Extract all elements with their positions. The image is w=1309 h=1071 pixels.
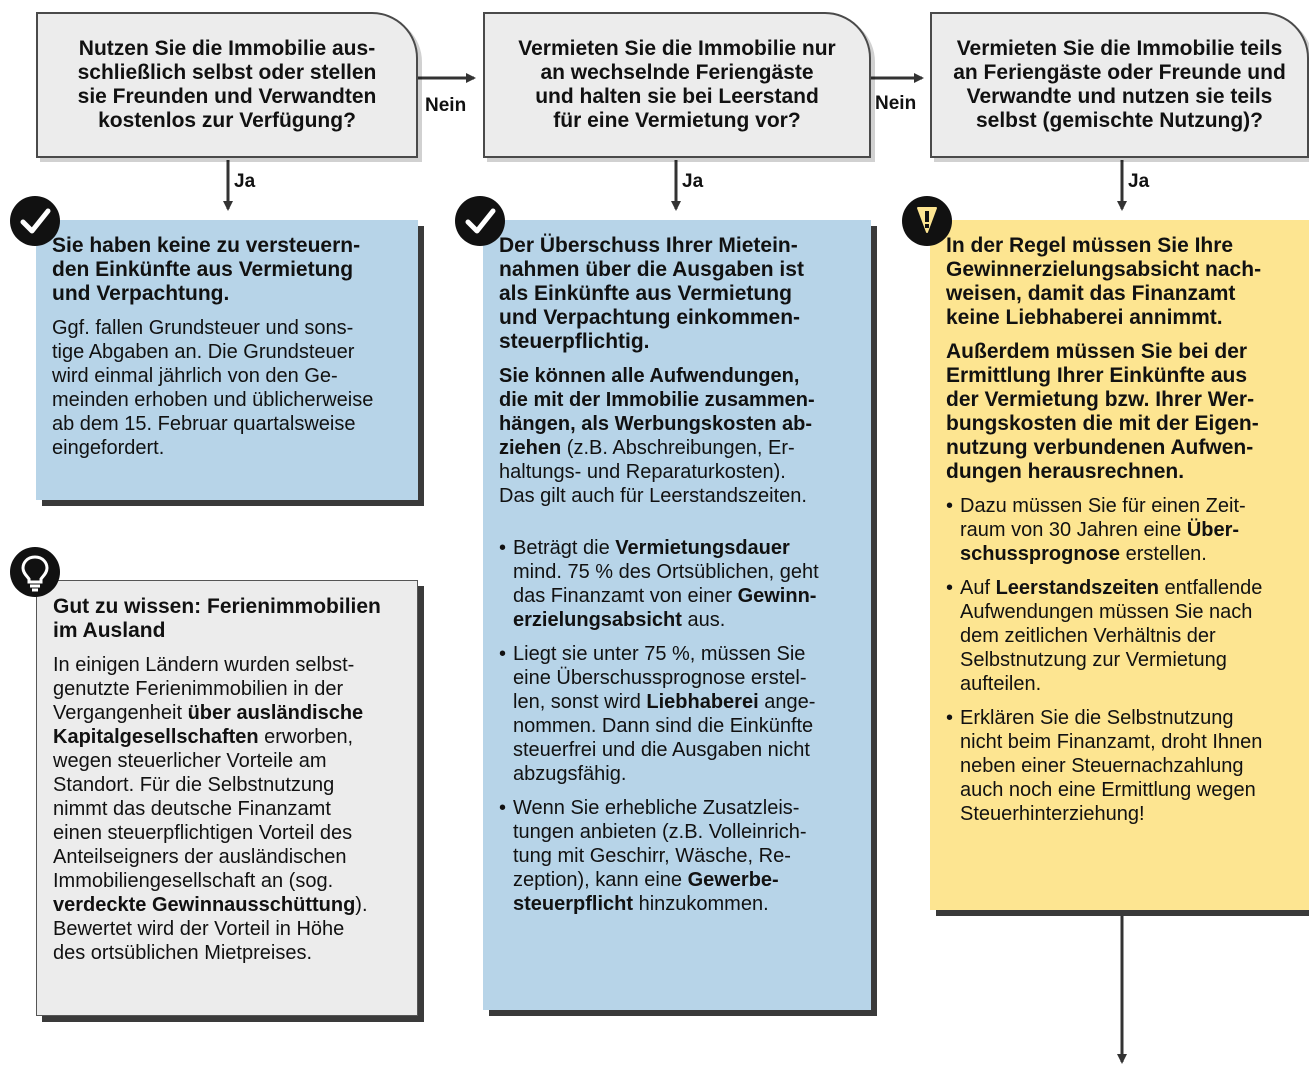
list-item: Beträgt die Vermietungsdauer mind. 75 % … [499,536,855,632]
question-self-use: Nutzen Sie die Immobilie aus- schließlic… [36,12,418,158]
tip-box-foreign-property: Gut zu wissen: Ferienimmobilien im Ausla… [36,580,418,1016]
answer-no-income: Sie haben keine zu versteuern- den Einkü… [36,220,418,500]
answer-mixed-use-title: In der Regel müssen Sie Ihre Gewinnerzie… [946,234,1262,329]
question-self-use-text: Nutzen Sie die Immobilie aus- schließlic… [77,37,377,132]
answer-mixed-use-list: Dazu müssen Sie für einen Zeit- raum von… [946,494,1293,826]
list-item: Dazu müssen Sie für einen Zeit- raum von… [946,494,1293,566]
label-no-2: Nein [875,93,917,114]
label-yes-1: Ja [234,171,256,192]
label-no-1: Nein [425,95,467,116]
list-item: Wenn Sie erhebliche Zusatzleis- tungen a… [499,796,855,916]
answer-no-income-title: Sie haben keine zu versteuern- den Einkü… [52,234,361,305]
tip-text: In einigen Ländern wurden selbst- genutz… [53,654,368,964]
tip-title: Gut zu wissen: Ferienimmobilien im Ausla… [53,595,381,642]
question-holiday-rental-text: Vermieten Sie die Immobilie nur an wechs… [518,37,836,132]
answer-taxable-income-title: Der Überschuss Ihrer Mietein- nahmen übe… [499,234,804,353]
check-icon [10,196,60,246]
check-icon [455,196,505,246]
label-yes-2: Ja [682,171,704,192]
question-mixed-use: Vermieten Sie die Immobilie teils an Fer… [930,12,1309,158]
lightbulb-icon [10,547,60,597]
answer-mixed-use-title-2: Außerdem müssen Sie bei der Ermittlung I… [946,340,1259,483]
warning-icon [902,196,952,246]
label-yes-3: Ja [1128,171,1150,192]
list-item: Erklären Sie die Selbstnutzung nicht bei… [946,706,1293,826]
answer-taxable-income: Der Überschuss Ihrer Mietein- nahmen übe… [483,220,871,1010]
list-item: Liegt sie unter 75 %, müssen Sie eine Üb… [499,642,855,786]
answer-taxable-income-text: Sie können alle Aufwendungen, die mit de… [499,365,815,507]
answer-mixed-use: In der Regel müssen Sie Ihre Gewinnerzie… [930,220,1309,910]
answer-taxable-income-list: Beträgt die Vermietungsdauer mind. 75 % … [499,536,855,916]
question-mixed-use-text: Vermieten Sie die Immobilie teils an Fer… [953,37,1286,132]
question-holiday-rental: Vermieten Sie die Immobilie nur an wechs… [483,12,871,158]
list-item: Auf Leerstandszeiten entfallende Aufwend… [946,576,1293,696]
answer-no-income-text: Ggf. fallen Grundsteuer und sons- tige A… [52,317,374,459]
